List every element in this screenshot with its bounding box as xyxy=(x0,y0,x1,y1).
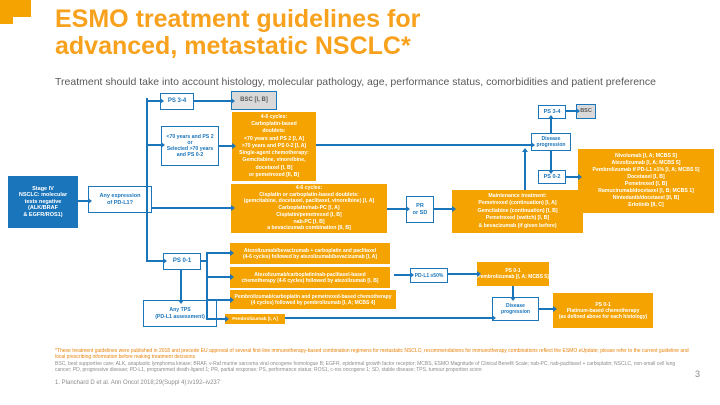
node-maintenance-treatment: Maintenance treatment: Pemetrexed (conti… xyxy=(452,190,583,233)
connector-arrow xyxy=(147,260,163,262)
connector-line xyxy=(206,252,208,320)
connector-arrow xyxy=(219,145,232,147)
connector-arrow xyxy=(394,274,410,276)
connector-arrow xyxy=(566,110,576,112)
footnote-abbreviations: BSC, best supportive care; ALK, anaplast… xyxy=(55,361,676,374)
connector-arrow xyxy=(194,100,231,102)
connector-arrow xyxy=(285,317,492,319)
node-platinum-after-io: PS 0-1 Platinum-based chemotherapy (as d… xyxy=(553,293,653,328)
connector-arrow xyxy=(512,286,514,297)
node-atezolizumab-bevacizumab-combo: Atezolizumab/bevacizumab + carboplatin a… xyxy=(230,243,390,264)
connector-arrow xyxy=(207,318,225,320)
connector-arrow xyxy=(524,152,526,190)
reference-citation: 1. Planchard D et al. Ann Oncol 2018;29(… xyxy=(55,380,221,386)
footnote-asterisk: *These treatment guidelines were publish… xyxy=(55,348,689,361)
node-pembrolizumab-mono-strip: Pembrolizumab [I, A] xyxy=(225,314,285,324)
corner-decoration xyxy=(0,0,31,17)
connector-line xyxy=(201,260,207,262)
node-disease-progression-right: Disease progression xyxy=(531,133,571,151)
page-title: ESMO treatment guidelines for advanced, … xyxy=(55,5,421,60)
connector-arrow xyxy=(448,273,477,275)
node-second-line-options: Nivolumab [I, A; MCBS 5] Atezolizumab [I… xyxy=(578,149,714,213)
connector-arrow xyxy=(316,144,531,146)
node-ps3-4-firstline: PS 3-4 xyxy=(160,93,194,110)
node-disease-progression-bottom: Disease progression xyxy=(492,297,539,321)
node-pembrolizumab-ps01: PS 0-1 Pembrolizumab [I, A; MCBS 5] xyxy=(477,262,549,286)
node-atezolizumab-nabpc-combo: Atezolizumab/carboplatin/nab-paclitaxel-… xyxy=(230,267,390,288)
connector-arrow xyxy=(152,207,231,209)
node-platinum-doublets-ps01: 4-6 cycles: Cisplatin or carboplatin-bas… xyxy=(231,184,387,233)
page-number: 3 xyxy=(695,369,701,379)
node-bsc-firstline: BSC [I, B] xyxy=(231,91,277,110)
node-pdl1-expression-question: Any expression of PD-L1? xyxy=(88,186,152,213)
connector-arrow xyxy=(147,100,160,102)
connector-arrow xyxy=(539,308,553,310)
slide-subtitle: Treatment should take into account histo… xyxy=(55,76,656,88)
node-pr-or-sd: PR or SD xyxy=(406,196,434,223)
connector-arrow xyxy=(207,252,230,254)
connector-arrow xyxy=(207,276,230,278)
connector-arrow xyxy=(180,270,182,300)
connector-arrow xyxy=(434,208,452,210)
connector-arrow xyxy=(566,176,578,178)
node-carboplatin-doublets-elderly: 4-6 cycles: Carboplatin-based doublets: … xyxy=(232,112,316,181)
node-pdl1-50-percent: PD-L1 ≥50% xyxy=(410,268,448,283)
corner-decoration xyxy=(0,17,13,24)
connector-arrow xyxy=(147,144,161,146)
node-stage-iv-nsclc: Stage IV NSCLC: molecular tests negative… xyxy=(8,176,78,228)
connector-line xyxy=(146,98,148,262)
node-ps0-1: PS 0-1 xyxy=(163,253,201,270)
connector-arrow xyxy=(387,208,406,210)
connector-arrow xyxy=(207,299,230,301)
connector-arrow xyxy=(78,200,88,202)
node-pembrolizumab-chemo-combo: Pembrolizumab/carboplatin and pemetrexed… xyxy=(230,290,396,309)
connector-arrow xyxy=(550,151,552,170)
node-age-ps-criteria: <70 years and PS 2 or Selected >70 years… xyxy=(161,126,219,166)
connector-arrow xyxy=(550,119,552,133)
